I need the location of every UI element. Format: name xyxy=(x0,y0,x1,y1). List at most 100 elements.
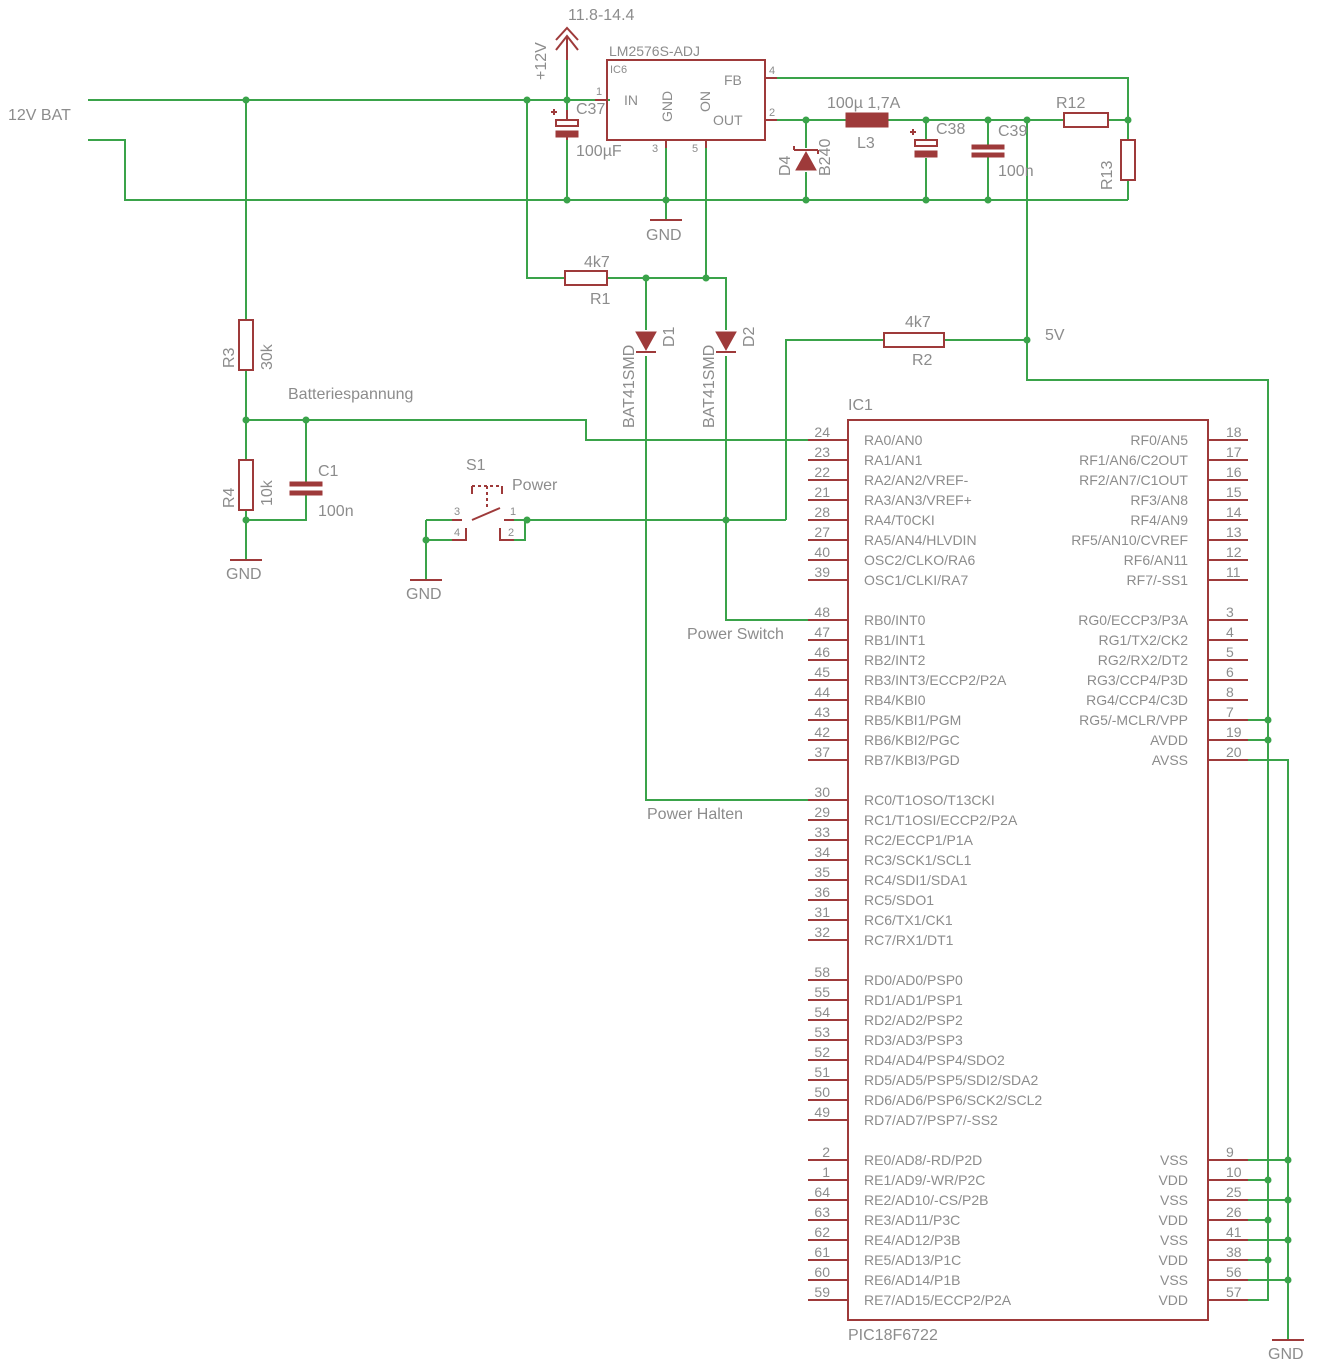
s1-pin-1: 1 xyxy=(510,506,516,518)
mcu-pin-name-left-pin-0: RA0/AN0 xyxy=(864,432,923,448)
mcu-pin-number-left-pin-12: 45 xyxy=(814,664,830,680)
mcu-pin-name-right-pin-3: RF3/AN8 xyxy=(1130,492,1188,508)
regulator-pin-gnd: GND xyxy=(659,91,675,122)
gnd-mcu-label: GND xyxy=(1268,1346,1304,1363)
mcu-pin-number-left-pin-34: 49 xyxy=(814,1104,830,1120)
regulator-pin-2: 2 xyxy=(769,107,775,119)
mcu-pin-name-left-pin-28: RD1/AD1/PSP1 xyxy=(864,992,963,1008)
d1-value: BAT41SMD xyxy=(621,345,638,428)
wires xyxy=(88,60,1289,1340)
diode-d2-icon xyxy=(715,331,737,353)
mcu-pin-number-left-pin-39: 63 xyxy=(814,1204,830,1220)
mcu-pin-number-right-pin-42: 56 xyxy=(1226,1264,1242,1280)
mcu-pin-number-right-pin-39: 26 xyxy=(1226,1204,1242,1220)
mcu-pin-name-right-pin-4: RF4/AN9 xyxy=(1130,512,1188,528)
mcu-pin-name-left-pin-39: RE3/AD11/P3C xyxy=(864,1212,960,1228)
mcu-pin-number-right-pin-11: 5 xyxy=(1226,644,1234,660)
r4-value: 10k xyxy=(259,479,276,506)
r12-name: R12 xyxy=(1056,95,1085,112)
d1-name: D1 xyxy=(661,326,678,347)
vin-range-label: 11.8-14.4 xyxy=(568,7,635,24)
mcu-pin-number-right-pin-43: 57 xyxy=(1226,1284,1242,1300)
mcu-pin-number-left-pin-0: 24 xyxy=(814,424,830,440)
d4-name: D4 xyxy=(777,155,794,176)
mcu-pin-number-left-pin-30: 53 xyxy=(814,1024,830,1040)
mcu-pin-number-right-pin-40: 41 xyxy=(1226,1224,1242,1240)
mcu-pin-number-right-pin-14: 7 xyxy=(1226,704,1234,720)
mcu-pin-number-left-pin-42: 60 xyxy=(814,1264,830,1280)
mcu-pin-number-right-pin-7: 11 xyxy=(1226,564,1241,580)
c1-name: C1 xyxy=(318,463,339,480)
mcu-pin-name-left-pin-18: RC0/T1OSO/T13CKI xyxy=(864,792,995,808)
capacitor-c38-icon xyxy=(910,129,938,158)
mcu-pin-name-right-pin-15: AVDD xyxy=(1150,732,1188,748)
regulator-pin-3: 3 xyxy=(652,143,658,155)
mcu-pin-name-right-pin-11: RG2/RX2/DT2 xyxy=(1098,652,1188,668)
mcu-pin-number-left-pin-38: 64 xyxy=(814,1184,830,1200)
resistor-r2-icon xyxy=(883,332,945,348)
regulator-pin-in: IN xyxy=(624,92,638,108)
mcu-pin-number-right-pin-3: 15 xyxy=(1226,484,1242,500)
resistor-r4-icon xyxy=(238,459,254,511)
mcu-right-pins: 18RF0/AN517RF1/AN6/C2OUT16RF2/AN7/C1OUT1… xyxy=(1071,424,1248,1308)
mcu-pin-name-right-pin-37: VDD xyxy=(1158,1172,1188,1188)
mcu-pin-number-left-pin-20: 33 xyxy=(814,824,830,840)
mcu-pin-name-right-pin-13: RG4/CCP4/C3D xyxy=(1086,692,1188,708)
mcu-pin-name-left-pin-37: RE1/AD9/-WR/P2C xyxy=(864,1172,985,1188)
mcu-pin-number-right-pin-2: 16 xyxy=(1226,464,1242,480)
resistor-r12-icon xyxy=(1063,112,1109,128)
mcu-pin-number-left-pin-6: 40 xyxy=(814,544,830,560)
vbat-label: Batteriespannung xyxy=(288,386,413,403)
vin-supply-icon xyxy=(555,26,579,60)
mcu-pin-name-left-pin-38: RE2/AD10/-CS/P2B xyxy=(864,1192,989,1208)
mcu-pin-name-right-pin-2: RF2/AN7/C1OUT xyxy=(1079,472,1188,488)
mcu-pin-number-left-pin-29: 54 xyxy=(814,1004,830,1020)
mcu-pin-number-left-pin-11: 46 xyxy=(814,644,830,660)
mcu-pin-number-left-pin-43: 59 xyxy=(814,1284,830,1300)
mcu-pin-number-left-pin-2: 22 xyxy=(814,464,830,480)
mcu-pin-number-right-pin-4: 14 xyxy=(1226,504,1242,520)
mcu-pin-number-left-pin-22: 35 xyxy=(814,864,830,880)
capacitor-c39-icon xyxy=(971,144,1005,158)
s1-pin-4: 4 xyxy=(454,527,460,539)
mcu-pin-number-left-pin-23: 36 xyxy=(814,884,830,900)
mcu-pin-name-left-pin-5: RA5/AN4/HLVDIN xyxy=(864,532,977,548)
mcu-pin-number-left-pin-31: 52 xyxy=(814,1044,830,1060)
diode-d1-icon xyxy=(635,331,657,353)
regulator-pin-out: OUT xyxy=(713,112,743,128)
mcu-pin-name-right-pin-41: VDD xyxy=(1158,1252,1188,1268)
r2-value: 4k7 xyxy=(905,314,931,331)
mcu-pin-name-right-pin-42: VSS xyxy=(1160,1272,1188,1288)
mcu-pin-number-left-pin-21: 34 xyxy=(814,844,830,860)
mcu-pin-name-left-pin-43: RE7/AD15/ECCP2/P2A xyxy=(864,1292,1012,1308)
s1-pin-2: 2 xyxy=(508,527,514,539)
mcu-pin-name-right-pin-10: RG1/TX2/CK2 xyxy=(1099,632,1189,648)
mcu-pin-number-right-pin-13: 8 xyxy=(1226,684,1234,700)
mcu-pin-name-left-pin-3: RA3/AN3/VREF+ xyxy=(864,492,972,508)
capacitor-c1-icon xyxy=(289,481,323,496)
mcu-name: IC1 xyxy=(848,397,873,414)
mcu-pin-name-right-pin-40: VSS xyxy=(1160,1232,1188,1248)
c39-value: 100n xyxy=(998,163,1034,180)
mcu-pin-number-left-pin-41: 61 xyxy=(814,1244,830,1260)
mcu-pin-name-left-pin-10: RB1/INT1 xyxy=(864,632,926,648)
gnd-divider-label: GND xyxy=(226,566,262,583)
mcu-pin-name-left-pin-30: RD3/AD3/PSP3 xyxy=(864,1032,963,1048)
mcu-pin-number-left-pin-27: 58 xyxy=(814,964,830,980)
s1-pin-3: 3 xyxy=(454,506,460,518)
mcu-pin-name-left-pin-22: RC4/SDI1/SDA1 xyxy=(864,872,968,888)
mcu-pin-number-left-pin-1: 23 xyxy=(814,444,830,460)
mcu-pin-name-right-pin-36: VSS xyxy=(1160,1152,1188,1168)
mcu-pin-name-right-pin-7: RF7/-SS1 xyxy=(1127,572,1189,588)
mcu-pin-number-left-pin-33: 50 xyxy=(814,1084,830,1100)
mcu-pin-number-left-pin-25: 32 xyxy=(814,924,830,940)
r1-name: R1 xyxy=(590,291,611,308)
mcu-pin-name-left-pin-29: RD2/AD2/PSP2 xyxy=(864,1012,963,1028)
resistor-r13-icon xyxy=(1120,139,1136,181)
regulator-pin-5: 5 xyxy=(692,143,698,155)
regulator-pin-4: 4 xyxy=(769,65,775,77)
junctions xyxy=(242,96,1292,1284)
mcu-pin-number-left-pin-19: 29 xyxy=(814,804,830,820)
mcu-pin-name-left-pin-23: RC5/SDO1 xyxy=(864,892,934,908)
